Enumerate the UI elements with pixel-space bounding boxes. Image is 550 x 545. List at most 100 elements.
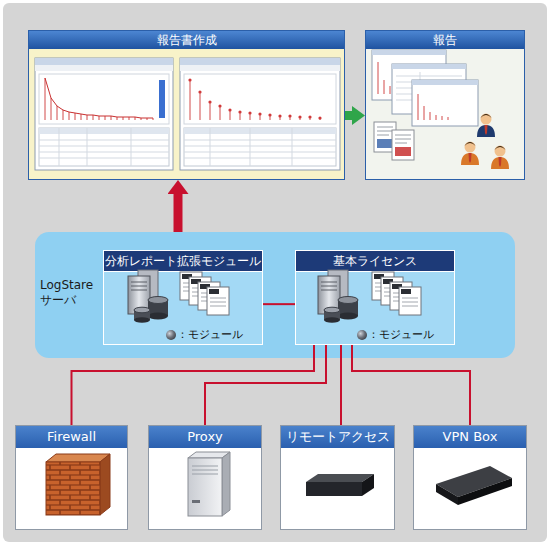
report-screenshot	[208, 100, 211, 103]
connector	[174, 194, 183, 232]
report-screenshot	[180, 58, 340, 170]
box-title: 分析レポート拡張モジュール	[104, 251, 262, 272]
proxy-server-icon	[188, 452, 230, 516]
report-screenshot	[238, 110, 241, 113]
server-icon	[318, 270, 358, 323]
report-screenshot	[392, 64, 466, 114]
report-screenshot	[184, 128, 336, 166]
connector	[205, 345, 326, 425]
report-screenshot	[188, 78, 191, 81]
firewall-icon	[46, 454, 110, 462]
report-screenshot	[392, 64, 466, 69]
report-document	[377, 139, 393, 148]
box-title: リモートアクセス	[281, 426, 394, 448]
report-screenshot	[184, 74, 336, 124]
firewall-icon	[46, 454, 110, 515]
report-screenshot	[418, 94, 448, 120]
report-screenshot	[248, 111, 251, 114]
report-screenshot	[378, 62, 414, 94]
report-panel: 報告	[365, 30, 525, 180]
report-screenshot	[190, 80, 320, 120]
box-title: 報告書作成	[29, 31, 344, 49]
report-screenshot	[39, 128, 169, 166]
proxy-server-icon	[192, 500, 200, 503]
device-box: Proxy	[148, 425, 262, 530]
remote-access-icon	[306, 482, 362, 496]
report-screenshot	[218, 104, 221, 107]
box-title: Proxy	[149, 426, 261, 448]
report-screenshot	[159, 80, 165, 118]
report-document	[392, 130, 414, 160]
report-screenshot	[39, 128, 169, 166]
log-document-icon	[180, 272, 229, 315]
log-document-icon	[372, 272, 421, 315]
log-document-icon	[180, 272, 421, 315]
report-document	[377, 127, 393, 135]
report-screenshot	[39, 74, 169, 124]
report-screenshot	[45, 78, 153, 120]
server-icon	[128, 270, 168, 323]
report-screenshot	[268, 113, 271, 116]
report-screenshot	[278, 114, 281, 117]
connector	[263, 303, 295, 305]
report-screenshot	[396, 72, 462, 108]
remote-access-icon	[306, 474, 374, 496]
report-screenshot	[308, 115, 311, 118]
report-screenshot	[372, 50, 446, 100]
report-screenshot	[39, 128, 169, 134]
report-screenshot	[184, 128, 336, 166]
proxy-server-icon	[192, 466, 218, 474]
box-title: 報告	[366, 31, 524, 49]
vpn-box-icon	[458, 478, 512, 505]
report-screenshot	[288, 114, 291, 117]
box-title: 基本ライセンス	[296, 251, 454, 272]
box-title: Firewall	[16, 426, 127, 448]
report-screenshot	[180, 65, 340, 71]
module-box: 基本ライセンス	[295, 250, 455, 345]
report-screenshot	[228, 108, 231, 111]
report-screenshot	[35, 65, 173, 71]
report-screenshot	[372, 50, 446, 55]
device-box: VPN Box	[413, 425, 527, 530]
firewall-icon	[46, 462, 100, 515]
report-screenshot	[180, 58, 340, 170]
remote-access-icon	[362, 474, 374, 496]
device-box: リモートアクセス	[280, 425, 395, 530]
report-screenshot	[35, 58, 173, 170]
report-screenshot	[35, 58, 173, 170]
report-document	[395, 147, 411, 156]
connector	[352, 345, 470, 425]
report-document	[392, 130, 414, 160]
firewall-icon	[100, 454, 110, 515]
report-document	[374, 122, 396, 152]
report-screenshot	[372, 50, 446, 100]
report-screenshot	[35, 58, 173, 65]
device-box: Firewall	[15, 425, 128, 530]
proxy-server-icon	[188, 452, 230, 458]
connector	[345, 111, 352, 120]
server-icon	[128, 270, 358, 323]
remote-access-icon	[306, 474, 374, 482]
vpn-box-icon	[436, 466, 512, 505]
report-screenshot	[412, 80, 478, 126]
report-panel: 報告書作成	[28, 30, 345, 180]
report-screenshot	[258, 112, 261, 115]
vpn-box-icon	[436, 466, 512, 497]
report-screenshot	[298, 115, 301, 118]
proxy-server-icon	[222, 452, 230, 516]
report-screenshot	[198, 90, 201, 93]
box-title: VPN Box	[414, 426, 526, 448]
module-box: 分析レポート拡張モジュール	[103, 250, 263, 345]
connector	[340, 345, 342, 425]
report-document	[374, 122, 396, 152]
report-screenshot	[412, 80, 478, 126]
proxy-server-icon	[188, 458, 222, 516]
report-document	[395, 135, 411, 143]
person-icon	[477, 114, 495, 138]
report-screenshot	[184, 128, 336, 134]
connector	[72, 345, 315, 425]
report-screenshot	[412, 80, 478, 85]
band-label: LogStare サーバ	[40, 278, 102, 308]
